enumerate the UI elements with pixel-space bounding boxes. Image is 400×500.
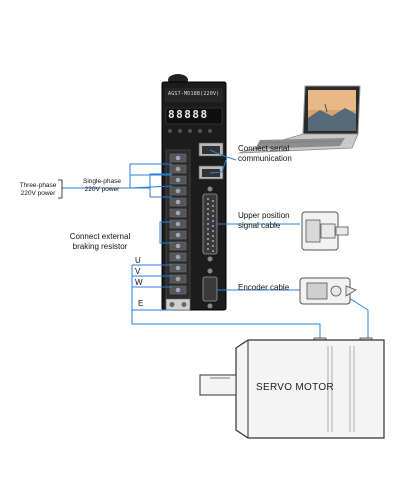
ground-terminal <box>165 298 191 311</box>
display-readout: 88888 <box>168 108 209 121</box>
seven-segment-display <box>165 107 223 125</box>
serial-wire <box>209 149 237 161</box>
connector-pin <box>212 250 214 252</box>
terminal-screw-head <box>175 155 181 161</box>
braking-resistor-label: Connect external braking resistor <box>69 232 131 251</box>
encoder-cable-label: Encoder cable <box>238 283 290 292</box>
connector-pin <box>207 203 209 205</box>
connector-pin <box>207 223 209 225</box>
terminal-screw-head <box>175 199 181 205</box>
upper-position-plug <box>301 211 349 251</box>
model-plate <box>165 88 223 102</box>
connector-pin <box>212 200 214 202</box>
connector-pin <box>212 245 214 247</box>
connector-pin <box>212 225 214 227</box>
connector-pin <box>207 213 209 215</box>
connector-pin <box>212 215 214 217</box>
terminal-screw-head <box>175 188 181 194</box>
u-label: U <box>135 256 141 265</box>
connector-pin <box>207 198 209 200</box>
motor-shaft <box>199 374 237 396</box>
terminal-screw-head <box>175 177 181 183</box>
terminal-screw-head <box>175 243 181 249</box>
upper-position-label: Upper position signal cable <box>238 211 290 230</box>
terminal-screw-head <box>175 287 181 293</box>
connector-pin <box>207 243 209 245</box>
connector-pin <box>212 230 214 232</box>
serial-label: Connect serial communication <box>238 144 292 163</box>
servo-motor-label: SERVO MOTOR <box>256 382 334 393</box>
terminal-screw-head <box>175 221 181 227</box>
connector-pin <box>212 235 214 237</box>
connector-pin <box>207 228 209 230</box>
cn-io-connector <box>202 193 218 255</box>
connector-pin <box>212 205 214 207</box>
encoder-plug <box>299 277 357 305</box>
w-label: W <box>135 278 143 287</box>
connector-pin <box>212 210 214 212</box>
model-number: AGS7-MD18B(220V) <box>168 91 220 97</box>
terminal-screw-head <box>175 210 181 216</box>
keypad <box>168 129 212 133</box>
power-brace <box>58 179 63 199</box>
connector-pin <box>207 238 209 240</box>
e-label: E <box>138 299 144 308</box>
terminal-screw-head <box>175 232 181 238</box>
terminal-screw-head <box>175 265 181 271</box>
terminal-screw-head <box>175 276 181 282</box>
encoder-connector <box>202 276 218 302</box>
wiring <box>62 149 369 342</box>
connector-pin <box>207 248 209 250</box>
connector-pin <box>207 208 209 210</box>
v-label: V <box>135 267 141 276</box>
three-phase-label: Three-phase 220V power <box>19 182 57 197</box>
laptop <box>238 85 361 154</box>
terminal-screw-head <box>175 166 181 172</box>
servo-motor <box>199 337 385 439</box>
connector-pin <box>207 233 209 235</box>
connector-pin <box>212 220 214 222</box>
connector-pin <box>207 218 209 220</box>
terminal-screw-head <box>175 254 181 260</box>
single-phase-label: Single-phase 220V power <box>83 178 121 193</box>
connector-pin <box>212 240 214 242</box>
terminal-screws <box>169 153 187 295</box>
